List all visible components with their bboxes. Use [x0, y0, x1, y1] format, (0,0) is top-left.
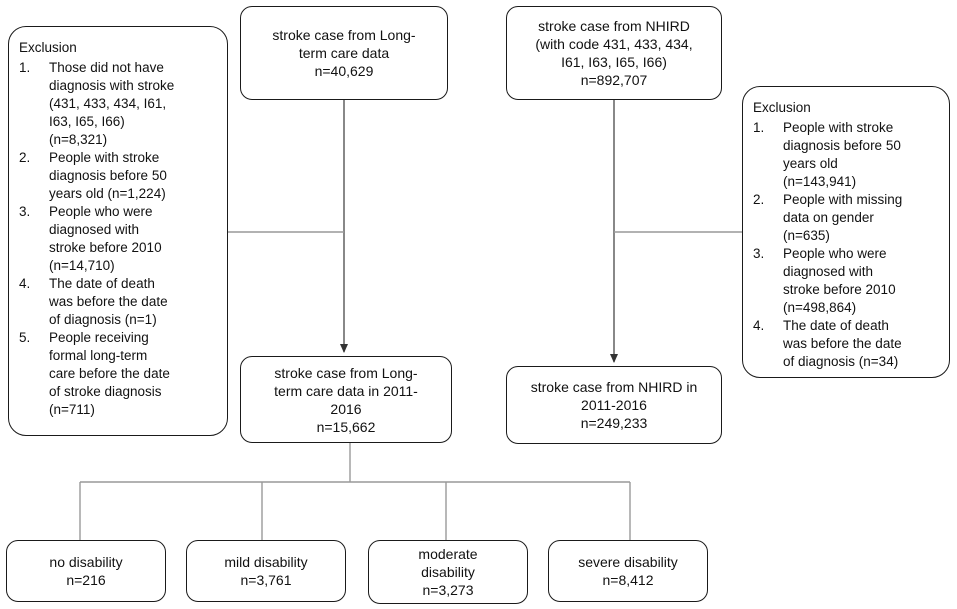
exclusion-item-text: People with stroke [783, 120, 894, 135]
exclusion-item-text: (n=711) [49, 402, 95, 417]
box-longterm-care-2011-2016: stroke case from Long- term care data in… [240, 356, 452, 443]
box-nhird-source: stroke case from NHIRD (with code 431, 4… [506, 6, 722, 100]
exclusion-item-text: diagnosis with stroke [49, 78, 175, 93]
exclusion-item-text: People who were [49, 204, 153, 219]
box-text-line: 2016 [330, 400, 362, 417]
exclusion-item-number: 1. [753, 120, 765, 135]
exclusion-item-text: The date of death [783, 318, 889, 333]
exclusion-item-text: (n=143,941) [783, 174, 857, 189]
exclusion-item-number: 4. [753, 318, 765, 333]
box-count: n=15,662 [316, 418, 376, 435]
outcome-count: n=216 [66, 572, 106, 588]
exclusion-item-text: I63, I65, I66) [49, 114, 125, 129]
exclusion-item: 2. People with stroke diagnosis before 50 y… [19, 149, 219, 203]
exclusion-item-text: care before the date [49, 366, 170, 381]
box-text-line: stroke case from NHIRD [538, 18, 690, 34]
exclusion-item-text: of diagnosis (n=1) [49, 312, 157, 327]
exclusion-item: 2. People with missing data on gender (n=63… [753, 191, 941, 245]
exclusion-item: 1. Those did not have diagnosis with strok… [19, 59, 219, 149]
exclusion-item: 3. People who were diagnosed with stroke be… [19, 203, 219, 275]
exclusion-item-text: years old (n=1,224) [49, 186, 166, 201]
exclusion-item-number: 5. [19, 330, 31, 345]
outcome-label: severe disability [578, 554, 678, 570]
box-text-line: stroke case from NHIRD in [530, 379, 698, 395]
exclusion-item-number: 3. [19, 204, 31, 219]
exclusion-item-number: 1. [19, 60, 31, 75]
box-count: n=892,707 [580, 72, 648, 88]
outcome-label: mild disability [224, 554, 308, 570]
exclusion-item: 4. The date of death was before the date of… [19, 275, 219, 329]
exclusion-item-text: People receiving [49, 330, 149, 345]
exclusion-item-text: People with missing [783, 192, 903, 207]
exclusion-item-text: diagnosis before 50 [49, 168, 167, 183]
exclusion-item-text: stroke before 2010 [783, 282, 896, 297]
exclusion-item-text: (n=8,321) [49, 132, 108, 147]
outcome-label: no disability [49, 554, 123, 570]
exclusion-item-text: (n=498,864) [783, 300, 857, 315]
box-text-line: (with code 431, 433, 434, [535, 36, 693, 52]
exclusion-item-text: years old [783, 156, 838, 171]
box-text-line: stroke case from Long- [274, 364, 418, 381]
exclusion-item: 1. People with stroke diagnosis before 50 y… [753, 119, 941, 191]
exclusion-item-text: was before the date [49, 294, 168, 309]
outcome-count: n=3,761 [240, 572, 292, 588]
exclusion-item-text: diagnosed with [783, 264, 874, 279]
outcome-label: disability [421, 564, 475, 580]
outcome-count: n=3,273 [422, 582, 474, 598]
box-text-line: 2011-2016 [581, 397, 647, 413]
exclusion-item-text: (n=14,710) [49, 258, 115, 273]
exclusion-item-number: 2. [19, 150, 31, 165]
exclusion-item-text: diagnosed with [49, 222, 140, 237]
box-text-line: term care data [298, 45, 390, 61]
exclusion-item-number: 3. [753, 246, 765, 261]
box-text-line: I61, I63, I65, I66) [561, 54, 667, 70]
exclusion-list: 1. Those did not have diagnosis with strok… [19, 59, 219, 419]
box-text-line: term care data in 2011- [274, 382, 418, 399]
box-count: n=40,629 [314, 63, 374, 79]
exclusion-box-left: Exclusion 1. Those did not have diagnosis … [8, 26, 228, 436]
exclusion-item-text: (n=635) [783, 228, 830, 243]
exclusion-item: 4. The date of death was before the date of… [753, 317, 941, 371]
exclusion-item-text: The date of death [49, 276, 155, 291]
exclusion-item-text: (431, 433, 434, I61, [49, 96, 167, 111]
outcome-no-disability: no disability n=216 [6, 540, 166, 602]
box-longterm-care-source: stroke case from Long- term care data n=… [240, 6, 448, 100]
outcome-severe-disability: severe disability n=8,412 [548, 540, 708, 602]
exclusion-item-number: 2. [753, 192, 765, 207]
exclusion-item: 5. People receiving formal long-term care b… [19, 329, 219, 419]
exclusion-item-text: stroke before 2010 [49, 240, 162, 255]
box-count: n=249,233 [580, 415, 648, 431]
exclusion-item-text: formal long-term [49, 348, 148, 363]
exclusion-item-text: People with stroke [49, 150, 160, 165]
outcome-mild-disability: mild disability n=3,761 [186, 540, 346, 602]
exclusion-item-text: diagnosis before 50 [783, 138, 901, 153]
box-nhird-2011-2016: stroke case from NHIRD in 2011-2016 n=24… [506, 366, 722, 444]
exclusion-item-text: of diagnosis (n=34) [783, 354, 899, 369]
outcome-label: moderate [418, 546, 478, 562]
exclusion-list: 1. People with stroke diagnosis before 50 y… [753, 119, 941, 371]
exclusion-item-text: People who were [783, 246, 887, 261]
exclusion-item-text: of stroke diagnosis [49, 384, 162, 399]
exclusion-item-number: 4. [19, 276, 31, 291]
exclusion-title: Exclusion [753, 100, 811, 115]
outcome-count: n=8,412 [602, 572, 654, 588]
outcome-moderate-disability: moderate disability n=3,273 [368, 540, 528, 604]
exclusion-item: 3. People who were diagnosed with stroke be… [753, 245, 941, 317]
exclusion-item-text: Those did not have [49, 60, 164, 75]
exclusion-item-text: was before the date [783, 336, 902, 351]
exclusion-item-text: data on gender [783, 210, 874, 225]
box-text-line: stroke case from Long- [272, 27, 416, 43]
exclusion-title: Exclusion [19, 40, 77, 55]
exclusion-box-right: Exclusion 1. People with stroke diagnosis … [742, 86, 950, 378]
